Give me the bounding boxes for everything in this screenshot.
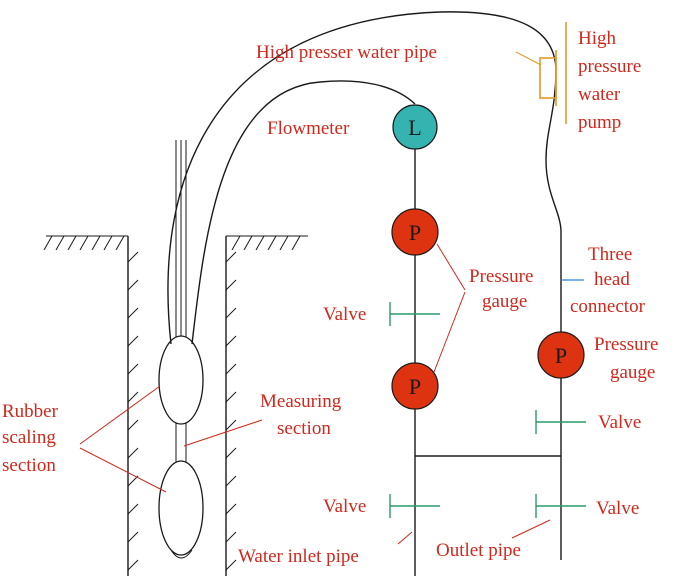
borehole-wall-left [127, 236, 139, 576]
valve-center-upper-symbol [389, 302, 440, 326]
svg-text:Pressure: Pressure [469, 266, 533, 287]
hose-outer [167, 11, 562, 345]
pressure-gauge-right: P [537, 331, 585, 379]
svg-text:Measuring: Measuring [260, 391, 342, 412]
valve-center-lower-symbol [389, 494, 440, 518]
label-high-pressure-pipe: High presser water pipe [256, 42, 437, 63]
label-flowmeter: Flowmeter [267, 118, 350, 139]
label-pressure-gauge-center: Pressure gauge [469, 266, 533, 312]
rubber-packer-upper [158, 335, 204, 425]
svg-text:gauge: gauge [482, 291, 527, 312]
label-valve-right-upper: Valve [598, 412, 641, 433]
ground-surface-left [43, 235, 128, 251]
svg-text:pressure: pressure [578, 56, 641, 77]
borehole-wall-right [225, 236, 237, 576]
label-three-head-connector: Three head connector [570, 244, 646, 317]
label-measuring-section: Measuring section [260, 391, 342, 439]
flowmeter: L [392, 104, 438, 150]
ground-surface-right [226, 235, 308, 251]
label-valve-center-lower: Valve [323, 496, 366, 517]
flowmeter-dial [392, 104, 438, 150]
svg-text:P: P [555, 343, 567, 368]
label-pressure-gauge-right: Pressure gauge [594, 334, 658, 383]
svg-text:Three: Three [588, 244, 632, 265]
label-valve-center-upper: Valve [323, 304, 366, 325]
svg-text:water: water [578, 84, 621, 105]
svg-text:pump: pump [578, 112, 621, 133]
pressure-gauge-lower: P [391, 362, 439, 410]
svg-text:section: section [277, 418, 331, 439]
pressure-gauge-upper: P [391, 208, 439, 256]
svg-text:scaling: scaling [2, 427, 56, 448]
svg-text:Pressure: Pressure [594, 334, 658, 355]
svg-text:Rubber: Rubber [2, 401, 59, 422]
valve-right-upper-symbol [535, 410, 586, 434]
svg-text:section: section [2, 455, 56, 476]
label-high-pressure-pump: High pressure water pump [578, 28, 641, 133]
svg-text:connector: connector [570, 296, 646, 317]
label-valve-right-lower: Valve [596, 498, 639, 519]
valve-right-lower-symbol [535, 494, 586, 518]
rubber-packer-lower [158, 460, 204, 556]
label-outlet-pipe: Outlet pipe [436, 540, 521, 561]
label-rubber-sealing-section: Rubber scaling section [2, 401, 59, 476]
svg-text:head: head [594, 269, 630, 290]
svg-text:P: P [409, 220, 421, 245]
hose-inner [191, 80, 416, 345]
label-water-inlet-pipe: Water inlet pipe [238, 546, 359, 567]
svg-text:gauge: gauge [610, 362, 655, 383]
svg-text:P: P [409, 374, 421, 399]
probe-tip [170, 549, 193, 559]
svg-text:High: High [578, 28, 617, 49]
leader-lines [79, 51, 584, 545]
pump-symbol [539, 22, 567, 124]
flowmeter-symbol: L [408, 115, 421, 140]
